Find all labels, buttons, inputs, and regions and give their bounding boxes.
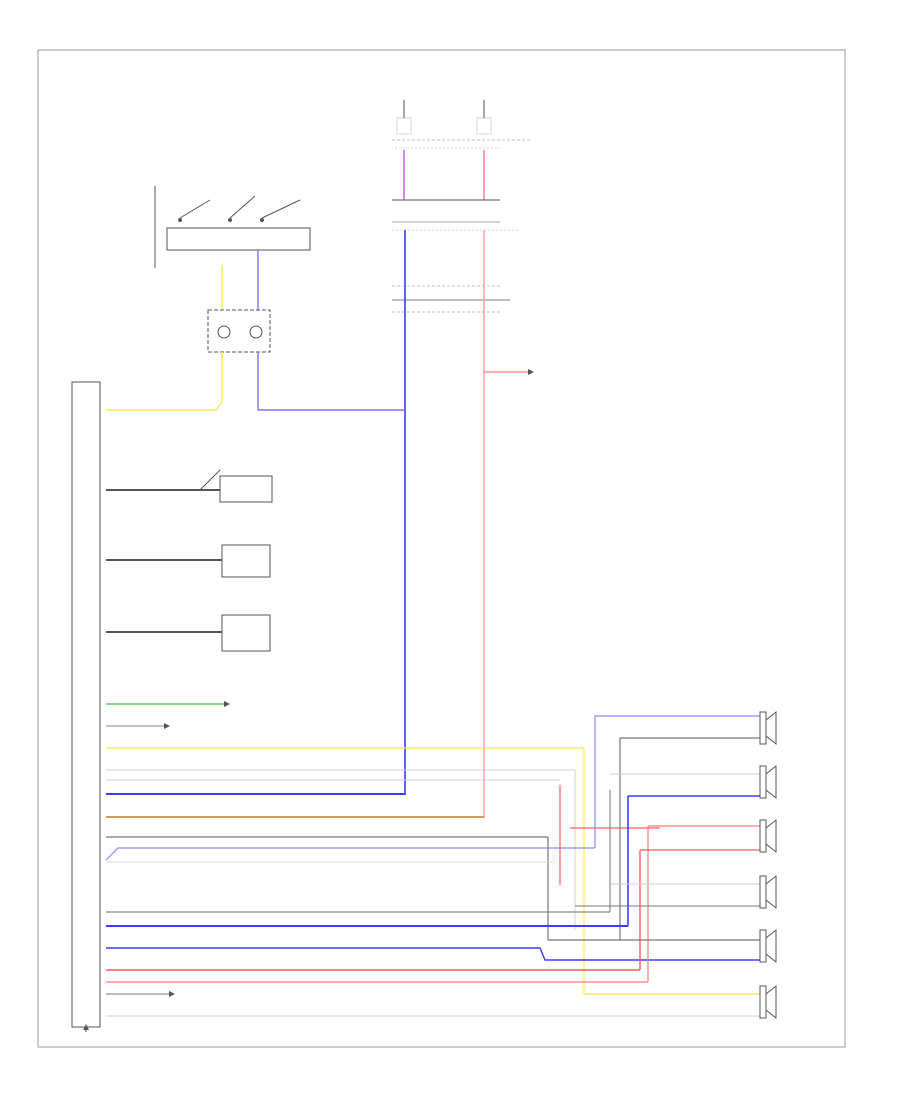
- speaker-body: [759, 985, 767, 1019]
- speaker-body: [759, 765, 767, 799]
- module-b-body: [221, 544, 271, 578]
- speaker-body: [759, 711, 767, 745]
- speaker-body: [759, 819, 767, 853]
- diagram-frame: [37, 49, 846, 1048]
- switch-contacts: [178, 195, 301, 222]
- speaker-cone: [765, 928, 777, 964]
- arrow-green-lead: [224, 701, 230, 707]
- module-a-body: [219, 475, 273, 503]
- speaker-2: [759, 764, 777, 800]
- wire-violet-spk1: [594, 715, 760, 848]
- illum-lamp-2: [249, 325, 263, 339]
- radio-switch-body: [166, 227, 311, 251]
- speaker-cone: [765, 874, 777, 910]
- speaker-6: [759, 984, 777, 1020]
- left-connector-body: [71, 381, 101, 1028]
- module-c-body: [221, 614, 271, 652]
- speaker-group: [759, 710, 777, 1020]
- wire-yellow-corner: [215, 401, 223, 411]
- speaker-4: [759, 874, 777, 910]
- speaker-cone: [765, 818, 777, 854]
- ground-arrow: [83, 1024, 89, 1030]
- speaker-cone: [765, 764, 777, 800]
- fuse-right: [476, 100, 492, 135]
- speaker-1: [759, 710, 777, 746]
- speaker-body: [759, 929, 767, 963]
- illum-module-body: [207, 309, 271, 353]
- illum-lamp-1: [217, 325, 231, 339]
- arrow-black-lead: [164, 723, 170, 729]
- speaker-5: [759, 928, 777, 964]
- speaker-cone: [765, 710, 777, 746]
- wire-black-module-a-branch: [199, 469, 221, 491]
- speaker-cone: [765, 984, 777, 1020]
- speaker-body: [759, 875, 767, 909]
- wire-blue-lower-2: [106, 947, 760, 961]
- fuse-left: [396, 100, 412, 135]
- wire-violet-bus: [105, 847, 595, 861]
- arrow-red-tap: [528, 369, 534, 375]
- arrow-black-lower: [169, 991, 175, 997]
- speaker-3: [759, 818, 777, 854]
